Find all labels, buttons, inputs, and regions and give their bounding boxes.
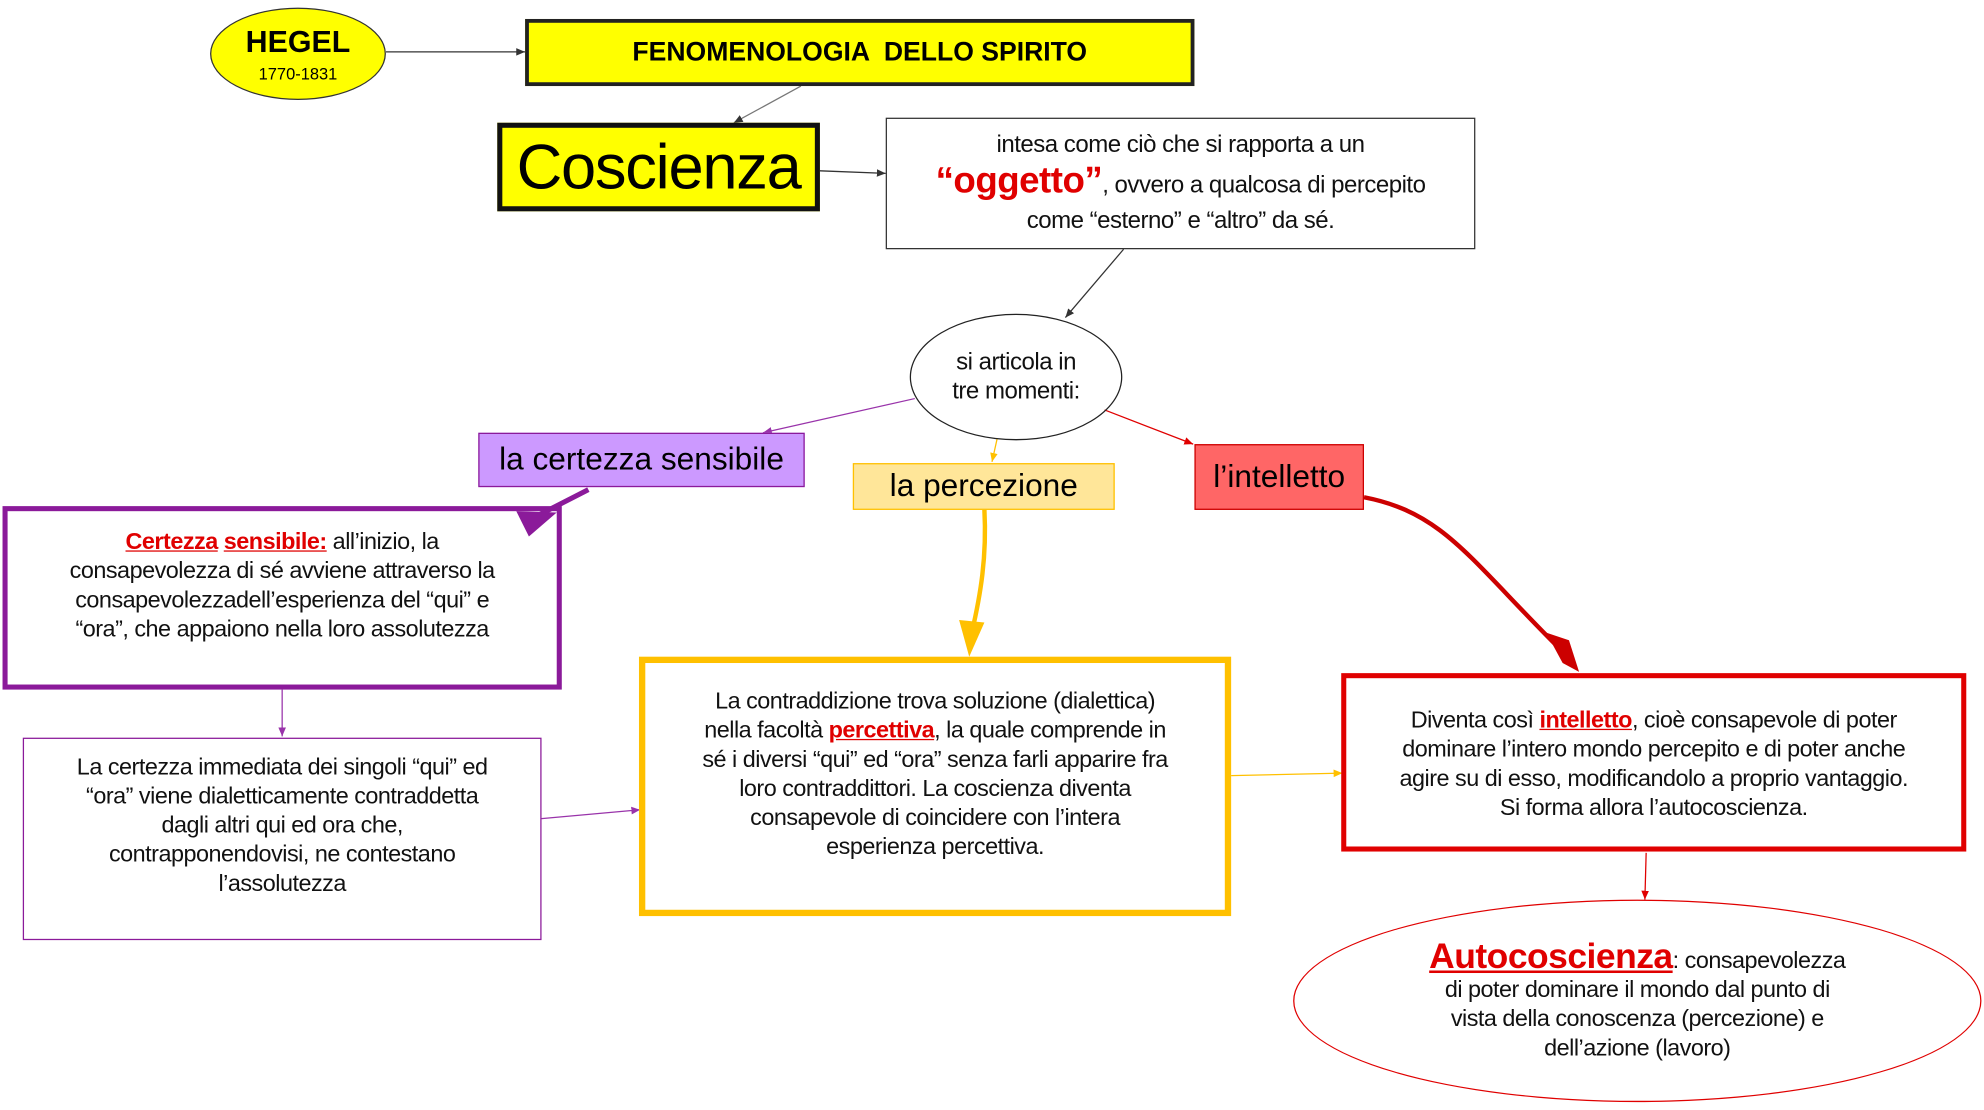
- certezza-line: Certezza sensibile: all’inizio, la: [125, 527, 440, 555]
- arrow-title-coscienza: [733, 85, 802, 124]
- moment-percezione: la percezione: [852, 463, 1115, 510]
- percezione-line: sé i diversi “qui” ed “ora” senza farli …: [702, 745, 1168, 772]
- hegel-years: 1770-1831: [258, 63, 338, 83]
- sensibile-highlight: sensibile:: [223, 527, 327, 555]
- hegel-name: HEGEL: [245, 24, 351, 59]
- moment-label: la certezza sensibile: [499, 441, 784, 478]
- contraddizione-line: dagli altri qui ed ora che,: [161, 811, 403, 838]
- autocoscienza-line: di poter dominare il mondo dal punto di: [1444, 974, 1830, 1002]
- arrow-hub-certezza: [762, 397, 915, 435]
- arrow-intelletto-box: [1363, 495, 1558, 647]
- intelletto-line: dominare l’intero mondo percepito e di p…: [1402, 734, 1906, 762]
- definition-box: intesa come ciò che si rapporta a un “og…: [885, 117, 1476, 250]
- percezione-line: consapevole di coincidere con l’intera: [750, 803, 1120, 831]
- autocoscienza-ellipse: Autocoscienza: consapevolezza di poter d…: [1293, 899, 1982, 1103]
- moment-intelletto: l’intelletto: [1194, 444, 1364, 510]
- certezza-highlight: Certezza: [125, 527, 219, 555]
- definition-line: “oggetto”, ovvero a qualcosa di percepit…: [935, 160, 1426, 202]
- arrow-hub-intelletto: [1104, 409, 1194, 445]
- intelletto-highlight: intelletto: [1539, 705, 1632, 732]
- hub-line: si articola in: [956, 349, 1076, 376]
- certezza-box: Certezza sensibile: all’inizio, la consa…: [2, 506, 562, 690]
- hub-line: tre momenti:: [952, 378, 1080, 405]
- arrow-percezione-intelletto: [1231, 769, 1343, 778]
- moment-label: l’intelletto: [1213, 458, 1346, 495]
- autocoscienza-line: dell’azione (lavoro): [1544, 1033, 1731, 1060]
- contraddizione-line: La certezza immediata dei singoli “qui” …: [76, 752, 488, 780]
- autocoscienza-line: vista della conoscenza (percezione) e: [1450, 1004, 1824, 1031]
- certezza-line: consapevolezzadell’esperienza del “qui” …: [75, 585, 490, 613]
- title-box: FENOMENOLOGIA DELLO SPIRITO: [525, 18, 1195, 87]
- moment-certezza: la certezza sensibile: [478, 432, 805, 488]
- percezione-line: nella facoltà percettiva, la quale compr…: [704, 716, 1166, 743]
- contraddizione-line: “ora” viene dialetticamente contraddetta: [86, 781, 479, 809]
- definition-line: come “esterno” e “altro” da sé.: [1026, 207, 1335, 235]
- moment-label: la percezione: [889, 468, 1078, 504]
- contraddizione-line: contrapponendovisi, ne contestano: [108, 840, 456, 867]
- percezione-line: La contraddizione trova soluzione (diale…: [715, 687, 1156, 714]
- percezione-box: La contraddizione trova soluzione (diale…: [638, 656, 1232, 917]
- arrow-percezione-box: [969, 509, 988, 634]
- autocoscienza-highlight: Autocoscienza: [1429, 935, 1673, 975]
- arrow-hub-percezione: [990, 438, 998, 462]
- certezza-line: consapevolezza di sé avviene attraverso …: [69, 556, 496, 584]
- percettiva-highlight: percettiva: [828, 716, 935, 743]
- arrow-intelletto-autocoscienza: [1641, 852, 1649, 900]
- oggetto-highlight: “oggetto”: [935, 160, 1103, 202]
- percezione-line: esperienza percettiva.: [826, 832, 1044, 860]
- arrow-contraddizione-percezione: [541, 806, 641, 820]
- intelletto-line: Diventa così intelletto, cioè consapevol…: [1410, 705, 1898, 732]
- definition-line: intesa come ciò che si rapporta a un: [996, 131, 1365, 159]
- autocoscienza-line: Autocoscienza: consapevolezza: [1429, 935, 1846, 975]
- title-text: FENOMENOLOGIA DELLO SPIRITO: [632, 37, 1088, 67]
- percezione-line: loro contraddittori. La coscienza divent…: [739, 774, 1131, 801]
- arrow-definition-hub: [1064, 248, 1125, 319]
- arrow-coscienza-definition: [819, 169, 886, 177]
- coscienza-text: Coscienza: [516, 131, 802, 203]
- hub-ellipse: si articola in tre momenti:: [909, 313, 1123, 441]
- intelletto-line: agire su di esso, modificandolo a propri…: [1399, 763, 1909, 791]
- certezza-line: “ora”, che appaiono nella loro assolutez…: [75, 614, 489, 642]
- coscienza-box: Coscienza: [497, 122, 820, 212]
- intelletto-box: Diventa così intelletto, cioè consapevol…: [1341, 673, 1967, 852]
- contraddizione-box: La certezza immediata dei singoli “qui” …: [22, 737, 542, 941]
- hegel-node: HEGEL 1770-1831: [210, 7, 386, 100]
- intelletto-line: Si forma allora l’autocoscienza.: [1499, 792, 1808, 820]
- contraddizione-line: l’assolutezza: [218, 869, 346, 896]
